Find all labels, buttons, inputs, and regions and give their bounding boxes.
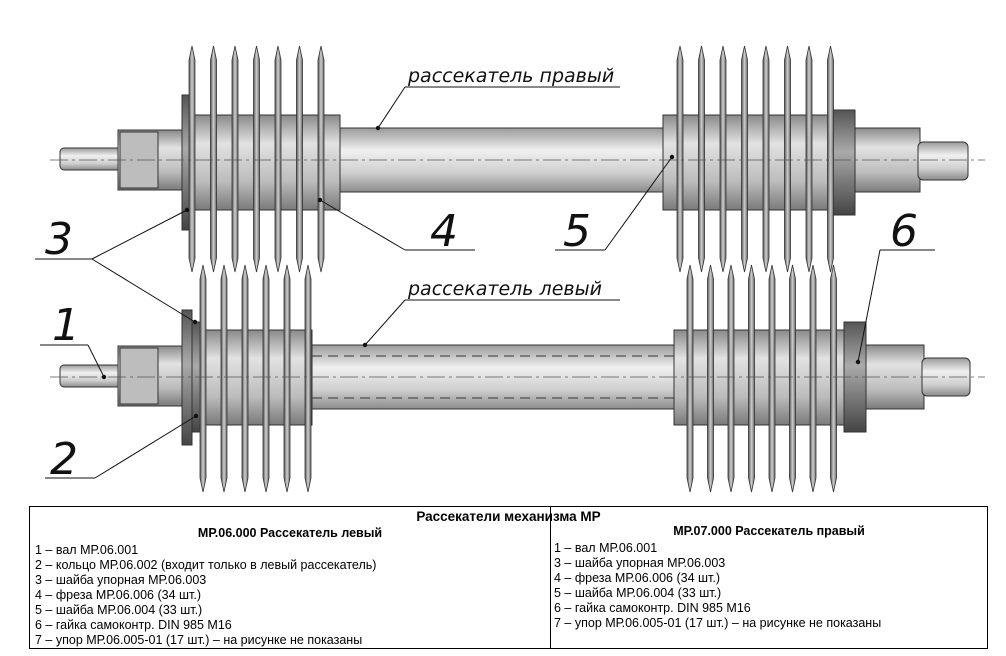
legend-item: 7 – упор МР.06.005-01 (17 шт.) – на рису… [554,616,882,630]
cutter-blade [274,45,282,273]
blade-pack-right [662,114,834,211]
annotations [35,86,935,479]
callout-4: 4 [430,206,458,257]
nut-left [119,347,159,405]
leader-line [364,299,406,346]
legend-item: 3 – шайба упорная МР.06.003 [554,556,726,570]
blades-group [686,264,837,493]
cutter-blade [784,45,791,273]
legend-left-heading: МР.06.000 Рассекатель левый [197,526,383,540]
cutter-blade [768,264,776,493]
cutter-blade [283,264,291,493]
callout-6: 6 [890,206,918,257]
leader-line [94,415,197,479]
legend-item: 1 – вал МР.06.001 [35,543,139,557]
cutter-blade [241,264,249,493]
cutter-blade [748,264,755,493]
leader-dot [101,374,107,380]
legend-table: Рассекатели механизма МР МР.06.000 Рассе… [29,506,988,649]
shaft-end-right [917,141,969,181]
leader-dot [375,125,381,131]
cutter-blade [676,45,684,273]
leader-dot [669,154,675,160]
left-splitter-assembly [50,264,985,493]
legend-item: 3 – шайба упорная МР.06.003 [35,573,207,587]
callout-2: 2 [50,434,78,485]
callout-3: 3 [45,214,73,265]
cutter-blade [719,45,727,273]
callout-1: 1 [52,300,80,351]
cutter-blade [789,264,796,493]
cutter-blade [210,45,217,273]
cutter-blade [188,45,196,273]
legend-item: 7 – упор МР.06.005-01 (17 шт.) – на рису… [35,633,363,647]
leader-dot [855,359,861,365]
label-right-splitter: рассекатель правый [407,65,614,87]
leader-dots [101,125,861,419]
leader-dot [193,413,199,419]
leader-line [87,344,105,378]
cutter-blade [727,264,735,493]
ring-2 [181,309,193,446]
blade-pack-left [201,329,313,426]
leader-dot [184,207,190,213]
cutter-blade [317,45,325,273]
legend-item: 5 – шайба МР.06.004 (33 шт.) [554,586,722,600]
leader-line [91,258,196,323]
leader-line [377,86,406,129]
leader-line [604,156,673,251]
leader-dot [192,319,198,325]
cutter-blade [707,264,714,493]
blades-group [199,264,312,493]
right-splitter-assembly [50,45,985,273]
legend-item: 6 – гайка самоконтр. DIN 985 M16 [35,618,232,632]
nut-6 [832,109,856,216]
cutter-blade [762,45,770,273]
leader-dot [317,197,323,203]
cutter-blade [199,264,207,493]
assembly-drawing: рассекатель правый рассекатель левый 3 4… [35,45,985,493]
cutter-blade [304,264,312,493]
legend-item: 4 – фреза МР.06.006 (34 шт.) [35,588,202,602]
leader-line [91,209,188,260]
blades-group [188,45,325,273]
legend-item: 2 – кольцо МР.06.002 (входит только в ле… [35,558,377,572]
cutter-blade [262,264,270,493]
legend-title: Рассекатели механизма МР [416,509,601,524]
cutter-blade [741,45,748,273]
legend-item: 6 – гайка самоконтр. DIN 985 M16 [554,601,751,615]
legend-item: 5 – шайба МР.06.004 (33 шт.) [35,603,203,617]
leader-line [319,199,406,251]
legend-right-column: МР.07.000 Рассекатель правый 1 – вал МР.… [554,524,984,631]
cutter-blade [231,45,239,273]
cutter-blade [805,45,813,273]
label-left-splitter: рассекатель левый [407,278,602,300]
main-shaft [339,127,671,193]
legend-right-heading: МР.07.000 Рассекатель правый [673,524,865,538]
cutter-blade [827,45,834,273]
cutter-blade [296,45,303,273]
legend-item: 4 – фреза МР.06.006 (34 шт.) [554,571,721,585]
leader-dot [362,342,368,348]
blades-group [676,45,834,273]
callout-5: 5 [563,206,591,257]
cutter-blade [220,264,228,493]
cutter-blade [686,264,694,493]
cutter-blade [253,45,260,273]
legend-divider [550,507,551,648]
legend-left-column: МР.06.000 Рассекатель левый 1 – вал МР.0… [35,526,545,648]
blade-pack-right [673,329,845,426]
cutter-blade [830,264,837,493]
cutter-blade [809,264,817,493]
leader-line [857,249,881,363]
legend-item: 1 – вал МР.06.001 [554,541,658,555]
cutter-blade [698,45,705,273]
